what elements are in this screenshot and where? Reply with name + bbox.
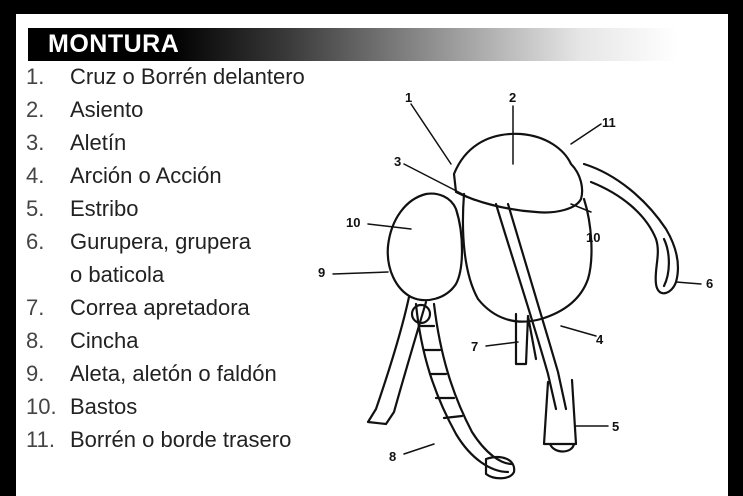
leader-lines [332,103,702,455]
callout-7: 7 [471,339,478,354]
saddle-illustration: 1 2 11 3 10 10 9 6 7 4 5 8 [318,90,713,480]
callout-8: 8 [389,449,396,464]
diagram-panel: MONTURA 1.Cruz o Borrén delantero 2.Asie… [16,14,728,496]
callout-2: 2 [509,90,516,105]
callout-11: 11 [602,115,616,130]
diagram-title: MONTURA [48,30,180,58]
callout-6: 6 [706,276,713,291]
cinch-shape [414,302,514,474]
saddle-flap-shape [386,192,464,302]
callout-1: 1 [405,90,412,105]
callout-10-right: 10 [586,230,600,245]
stirrup-shape [542,378,578,453]
latigo-shape [514,312,538,366]
callout-9: 9 [318,265,325,280]
callout-4: 4 [596,332,604,347]
title-bar: MONTURA [28,28,678,61]
fender-strap-shape [494,202,568,411]
saddle-skirt-shape [461,192,593,323]
callout-3: 3 [394,154,401,169]
callout-10-left: 10 [346,215,360,230]
crupper-shape [582,162,680,295]
flap-strap-shape [366,295,428,426]
saddle-seat-shape [452,132,584,214]
callout-5: 5 [612,419,619,434]
